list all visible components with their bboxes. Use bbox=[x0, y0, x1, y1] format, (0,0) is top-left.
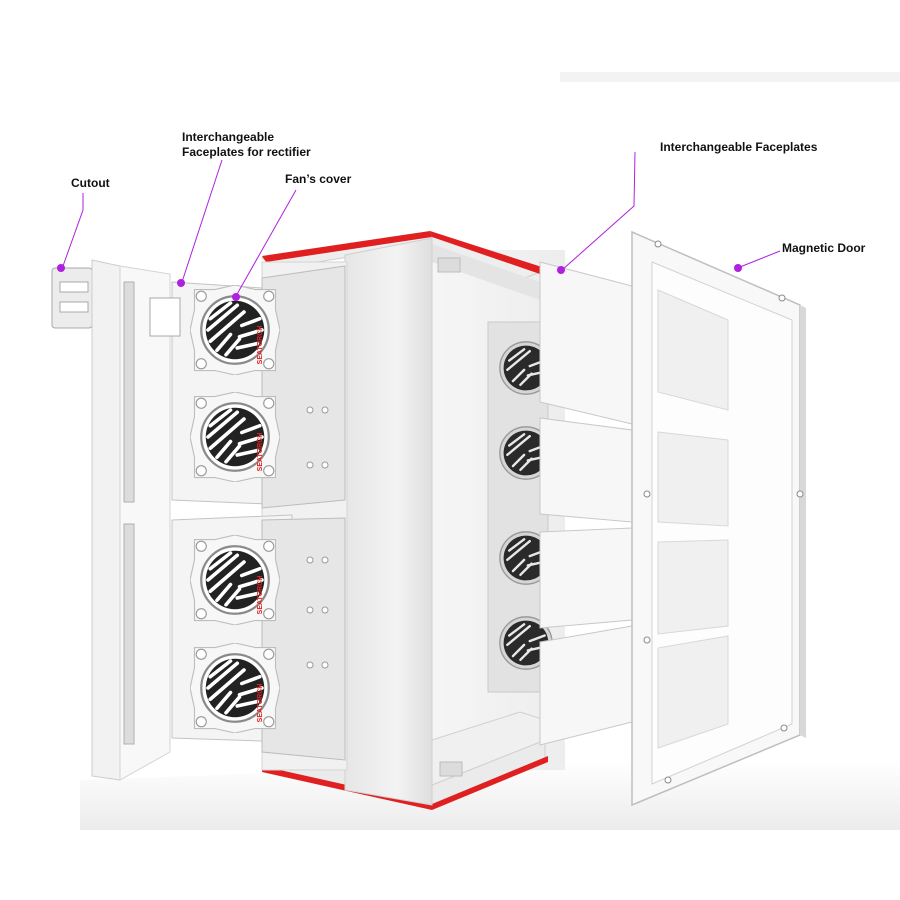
faceplate-4 bbox=[539, 625, 633, 746]
fan-stack: SEATORCH SEATORCH SEATORCH SEATORCH bbox=[190, 285, 280, 733]
callout-rectifier-line1: Interchangeable bbox=[182, 130, 275, 144]
cutout-bracket bbox=[51, 267, 93, 329]
cutout-slot bbox=[59, 281, 89, 293]
door-pane bbox=[657, 431, 729, 527]
case-front-pillar bbox=[344, 237, 433, 806]
floor-bracket bbox=[439, 761, 463, 777]
cutout-plate bbox=[51, 259, 171, 781]
callout-magnetic-door: Magnetic Door bbox=[782, 241, 866, 255]
screw-icon bbox=[321, 606, 329, 614]
screw-icon bbox=[306, 556, 314, 564]
callout-dot-icon bbox=[557, 266, 565, 274]
fan-brand-text: SEATORCH bbox=[257, 433, 264, 472]
fan-brand-text: SEATORCH bbox=[257, 576, 264, 615]
screw-icon bbox=[643, 490, 651, 498]
faceplate-1 bbox=[539, 261, 633, 425]
red-trim-top bbox=[262, 231, 432, 262]
leader-door bbox=[739, 250, 781, 268]
screw-icon bbox=[778, 294, 786, 302]
door-pane bbox=[657, 635, 729, 749]
screw-icon bbox=[321, 406, 329, 414]
magnetic-door bbox=[631, 230, 806, 807]
fan-brand-text: SEATORCH bbox=[257, 326, 264, 365]
leader-rectifier bbox=[181, 159, 223, 283]
top-haze bbox=[560, 72, 900, 82]
door-pane bbox=[657, 289, 729, 411]
callout-dots bbox=[57, 264, 742, 301]
faceplate-3 bbox=[539, 527, 633, 629]
screw-icon bbox=[306, 661, 314, 669]
callout-fans-cover: Fan’s cover bbox=[285, 172, 352, 186]
screw-icon bbox=[321, 661, 329, 669]
screw-icon bbox=[780, 724, 788, 732]
fan-covers bbox=[261, 265, 346, 761]
faceplate-2 bbox=[539, 417, 633, 523]
red-trim-top-right bbox=[430, 231, 545, 274]
screw-icon bbox=[643, 636, 651, 644]
callout-leaders bbox=[62, 151, 781, 297]
red-trim-bottom-right bbox=[432, 756, 548, 810]
cutout-slot bbox=[59, 301, 89, 313]
screw-icon bbox=[796, 490, 804, 498]
rectifier-cutout bbox=[149, 297, 181, 337]
cutout-panel bbox=[91, 259, 121, 781]
cutout-rail bbox=[123, 523, 135, 745]
callout-interchangeable-faceplates: Interchangeable Faceplates bbox=[660, 140, 818, 154]
fan-icon bbox=[190, 392, 280, 482]
leader-fans bbox=[235, 189, 297, 297]
screw-icon bbox=[654, 240, 662, 248]
screw-icon bbox=[321, 461, 329, 469]
screw-icon bbox=[306, 461, 314, 469]
screw-icon bbox=[306, 606, 314, 614]
top-bracket bbox=[437, 257, 461, 273]
leader-faceplates bbox=[561, 151, 636, 271]
callout-cutout: Cutout bbox=[71, 176, 110, 190]
fan-icon bbox=[190, 643, 280, 733]
interchangeable-faceplates bbox=[539, 261, 633, 746]
callout-dot-icon bbox=[177, 279, 185, 287]
fan-brand-text: SEATORCH bbox=[257, 684, 264, 723]
callout-dot-icon bbox=[232, 293, 240, 301]
screw-icon bbox=[664, 776, 672, 784]
screw-icon bbox=[306, 406, 314, 414]
screw-icon bbox=[321, 556, 329, 564]
callout-rectifier-line2: Faceplates for rectifier bbox=[182, 145, 311, 159]
door-pane bbox=[657, 539, 729, 635]
leader-cutout bbox=[62, 193, 84, 267]
callout-dot-icon bbox=[57, 264, 65, 272]
door-edge bbox=[800, 305, 806, 738]
callout-dot-icon bbox=[734, 264, 742, 272]
cutout-rail bbox=[123, 281, 135, 503]
fan-icon bbox=[190, 535, 280, 625]
callout-rectifier-faceplates: Interchangeable Faceplates for rectifier bbox=[182, 130, 311, 160]
